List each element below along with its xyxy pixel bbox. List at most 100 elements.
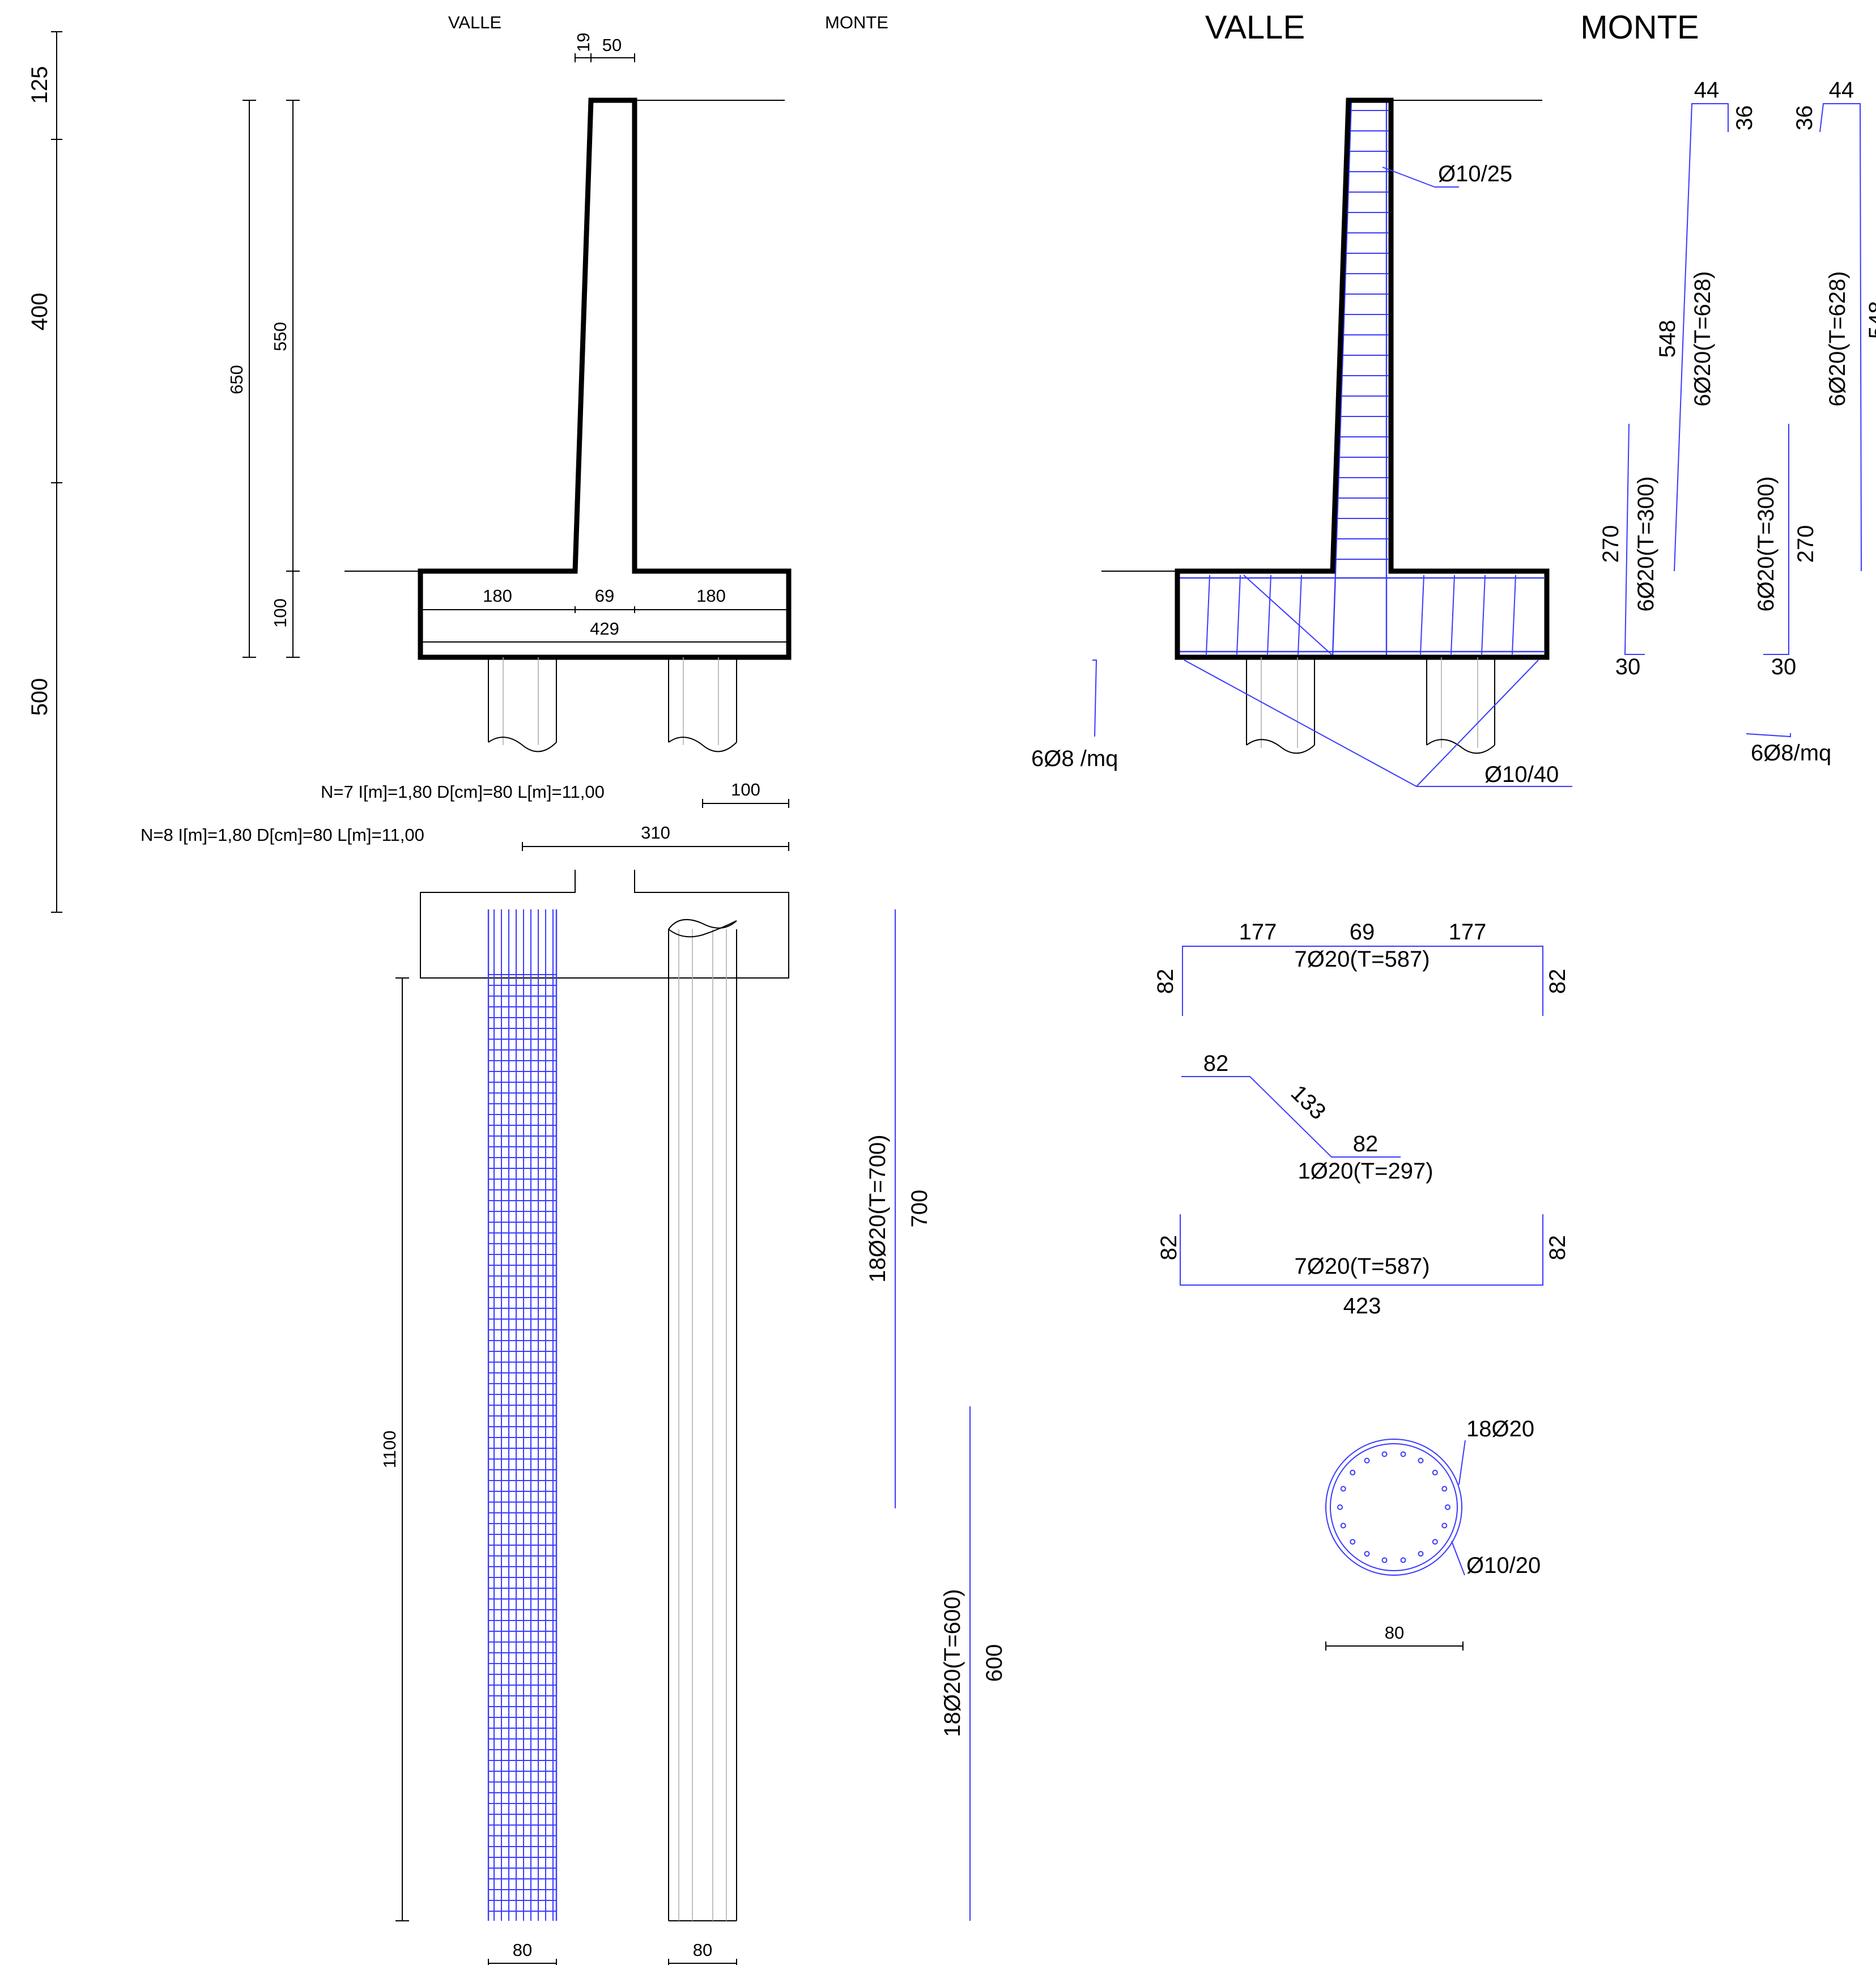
base-top-177-left: 177 <box>1239 920 1277 945</box>
pile-bars-600-length: 600 <box>982 1644 1007 1682</box>
bar-shape-a <box>1674 103 1729 572</box>
level-label-125: 125 <box>27 66 52 104</box>
bar-b-length-cut: 548 <box>1865 301 1876 339</box>
wall-outline-right <box>1175 97 1550 660</box>
dim-top-19: 19 <box>573 33 593 52</box>
piles-row1-info: N=7 I[m]=1,80 D[cm]=80 L[m]=11,00 <box>321 782 605 802</box>
label-distribution-left: 6Ø8 /mq <box>1031 746 1118 771</box>
bar-c-foot-30: 30 <box>1615 654 1641 679</box>
section-rebar <box>1337 1504 1343 1510</box>
pile-section-bars <box>1337 1451 1450 1563</box>
pile-stub-right-view-1 <box>1246 657 1315 754</box>
footing-bar-schedule: 177 69 177 7Ø20(T=587) 82 82 82 133 82 1… <box>1153 920 1570 1318</box>
dim-base-180-left: 180 <box>483 586 512 606</box>
dim-310: 310 <box>641 823 670 843</box>
pile-elevation: 1100 80 80 18Ø20(T=700) 700 18Ø20(T=600)… <box>380 870 1007 1965</box>
pile-right-body <box>668 919 737 1921</box>
label-monte-left: MONTE <box>825 12 888 32</box>
pile-stub-left <box>488 657 557 752</box>
bent-bar-82-a: 82 <box>1203 1051 1229 1076</box>
dim-base-180-right: 180 <box>696 586 726 606</box>
bar-a-label: 6Ø20(T=628) <box>1690 271 1715 406</box>
section-rebar <box>1350 1469 1356 1475</box>
label-monte-right: MONTE <box>1580 9 1699 46</box>
section-rebar <box>1381 1557 1388 1563</box>
dim-height-100: 100 <box>270 598 290 628</box>
bar-b-top-44: 44 <box>1829 78 1854 103</box>
label-valle-right: VALLE <box>1205 9 1305 46</box>
bar-a-top-44: 44 <box>1694 78 1720 103</box>
base-bot-leg-left: 82 <box>1156 1235 1181 1261</box>
level-ruler: 125 400 500 <box>27 31 62 913</box>
section-rebar <box>1418 1457 1424 1464</box>
label-stirrups-wall: Ø10/25 <box>1438 161 1512 186</box>
base-stirrup <box>1512 575 1516 655</box>
pile-bars-600-label: 18Ø20(T=600) <box>940 1589 965 1737</box>
section-rebar <box>1441 1522 1448 1529</box>
section-rebar <box>1400 1557 1406 1563</box>
bar-c-length-270: 270 <box>1598 525 1623 563</box>
bent-bar-label: 1Ø20(T=297) <box>1298 1159 1433 1184</box>
section-rebar <box>1340 1522 1346 1529</box>
pile-stub-right <box>668 657 737 752</box>
base-stirrup <box>1236 575 1241 655</box>
section-spiral-label: Ø10/20 <box>1466 1553 1541 1578</box>
section-rebar <box>1418 1551 1424 1557</box>
base-stirrup <box>1450 575 1455 655</box>
base-top-177-right: 177 <box>1449 920 1487 945</box>
dim-pile-1100: 1100 <box>380 1431 399 1469</box>
bar-shape-base-top <box>1182 946 1543 1016</box>
label-valle-left: VALLE <box>448 12 501 32</box>
dim-base-69: 69 <box>595 586 614 606</box>
base-bot-leg-right: 82 <box>1545 1235 1570 1261</box>
section-rebar <box>1340 1486 1346 1492</box>
label-stirrups-base: Ø10/40 <box>1484 762 1559 787</box>
pile-cross-section: 18Ø20 Ø10/20 80 <box>1325 1417 1541 1651</box>
base-top-leg-right: 82 <box>1545 969 1570 994</box>
wall-outline-left <box>418 97 792 660</box>
section-rebar <box>1432 1539 1438 1545</box>
level-label-400: 400 <box>27 293 52 331</box>
base-stirrup <box>1420 575 1424 655</box>
section-rebar <box>1350 1539 1356 1545</box>
level-label-500: 500 <box>27 678 52 716</box>
piles-row2-info: N=8 I[m]=1,80 D[cm]=80 L[m]=11,00 <box>141 825 424 845</box>
reinforcement-elevation: VALLE MONTE Ø10/25 <box>1031 9 1876 787</box>
dim-top-50: 50 <box>602 35 622 55</box>
dim-pile-80-right: 80 <box>693 1940 712 1960</box>
bar-a-length-548: 548 <box>1655 320 1680 358</box>
base-bot-total-423: 423 <box>1343 1294 1381 1318</box>
bar-shape-base-bottom <box>1180 1214 1543 1286</box>
section-rebar <box>1364 1551 1370 1557</box>
section-rebar <box>1400 1451 1406 1457</box>
bar-shape-d <box>1763 424 1789 655</box>
dim-base-429: 429 <box>590 619 619 639</box>
base-top-label: 7Ø20(T=587) <box>1294 947 1430 972</box>
bar-shape-b <box>1819 103 1862 572</box>
bar-d-length-270: 270 <box>1793 525 1818 563</box>
bent-bar-diag-133: 133 <box>1286 1081 1331 1125</box>
wall-elevation: VALLE MONTE 19 50 180 69 180 429 650 550 <box>141 12 888 851</box>
base-stirrup <box>1298 575 1302 655</box>
bar-c-label: 6Ø20(T=300) <box>1633 476 1658 611</box>
bar-shape-c <box>1624 423 1645 655</box>
dim-height-550: 550 <box>270 322 290 351</box>
base-top-leg-left: 82 <box>1153 969 1178 994</box>
bar-b-label: 6Ø20(T=628) <box>1825 271 1850 406</box>
dim-100-pile-spacing: 100 <box>731 780 760 799</box>
dim-pile-80-left: 80 <box>513 1940 532 1960</box>
pile-bars-700-label: 18Ø20(T=700) <box>865 1134 890 1282</box>
bar-b-hook-36: 36 <box>1792 105 1817 131</box>
base-stirrups <box>1206 575 1516 655</box>
base-stirrup <box>1481 575 1486 655</box>
bar-a-hook-36: 36 <box>1732 105 1757 131</box>
base-top-69: 69 <box>1350 920 1375 945</box>
bar-d-label: 6Ø20(T=300) <box>1754 476 1779 611</box>
section-rebar <box>1432 1469 1438 1475</box>
base-bot-label: 7Ø20(T=587) <box>1294 1254 1430 1279</box>
section-rebar <box>1441 1486 1448 1492</box>
bar-shape-bent <box>1181 1076 1401 1158</box>
label-distribution-right: 6Ø8/mq <box>1751 741 1831 765</box>
section-rebar <box>1445 1504 1450 1510</box>
